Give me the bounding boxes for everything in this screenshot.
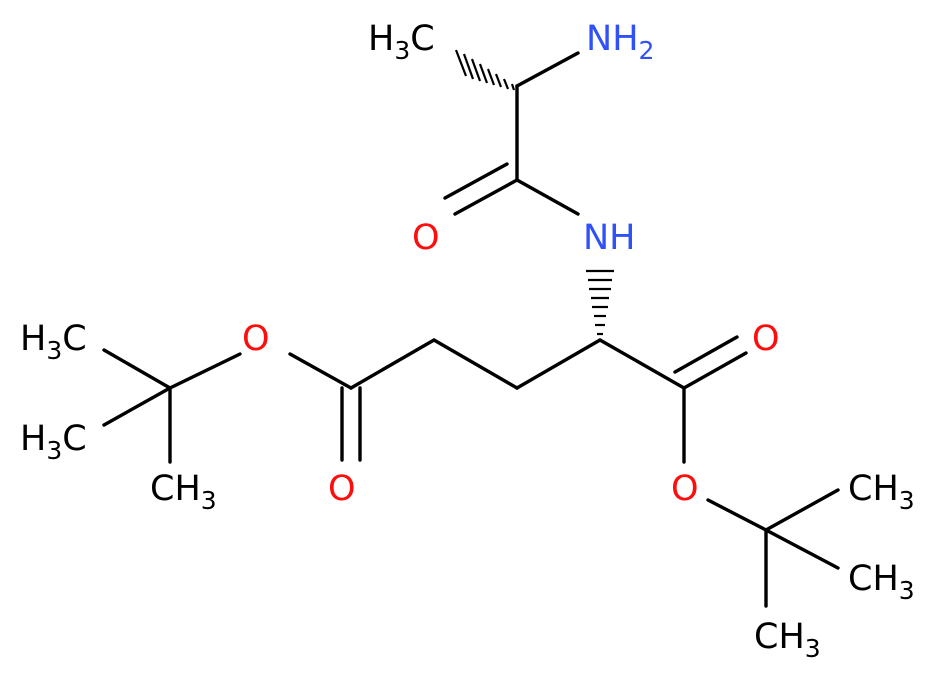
atom-ch3-alanine: H3C: [368, 19, 435, 65]
bonds: [102, 51, 840, 608]
bond-right-tbu-me1: [764, 488, 840, 532]
bond-left-tbu-me2: [102, 386, 172, 427]
hashed-wedge-alanine-methyl: [454, 49, 516, 91]
bond-amide-co-a: [453, 178, 519, 216]
bond-right-co-a: [682, 351, 748, 390]
atom-ch3-left-mid: H3C: [20, 419, 87, 465]
atom-labels: H3C NH2 O NH O O O O H3C H3C CH3 CH3 CH3…: [20, 19, 915, 663]
bond-cgamma2: [432, 338, 519, 390]
atom-ch3-right-top: CH3: [848, 469, 915, 515]
bond-left-tbu-me1: [102, 348, 172, 390]
atom-ch3-left-bottom: CH3: [150, 469, 217, 515]
bond-left-c-o: [288, 352, 353, 390]
atom-o-amide: O: [412, 218, 440, 258]
hashed-wedge-glutamate-nh: [586, 269, 614, 336]
atom-nh-amide: NH: [583, 218, 636, 258]
bond-right-tbu-me2: [764, 528, 840, 570]
atom-o-carbonyl-right: O: [752, 319, 780, 359]
bond-cgamma1: [515, 338, 602, 390]
atom-o-carbonyl-left: O: [328, 469, 356, 509]
bond-calpha-nh2: [515, 51, 580, 88]
atom-ch3-left-top: H3C: [20, 319, 87, 365]
bond-amide-cn: [515, 178, 580, 216]
atom-o-ester-right: O: [671, 469, 699, 509]
bond-calpha-carboxyl: [598, 338, 686, 390]
atom-ch3-right-bottom: CH3: [754, 617, 821, 663]
bond-right-o-tbu: [706, 498, 768, 532]
atom-ch3-right-mid: CH3: [848, 559, 915, 605]
bond-left-o-tbu: [168, 352, 242, 390]
bond-cgamma3: [349, 338, 436, 390]
bond-amide-co-b: [443, 162, 509, 200]
bond-right-co-b: [673, 335, 739, 374]
atom-nh2: NH2: [586, 19, 654, 65]
atom-o-ester-left: O: [242, 319, 270, 359]
